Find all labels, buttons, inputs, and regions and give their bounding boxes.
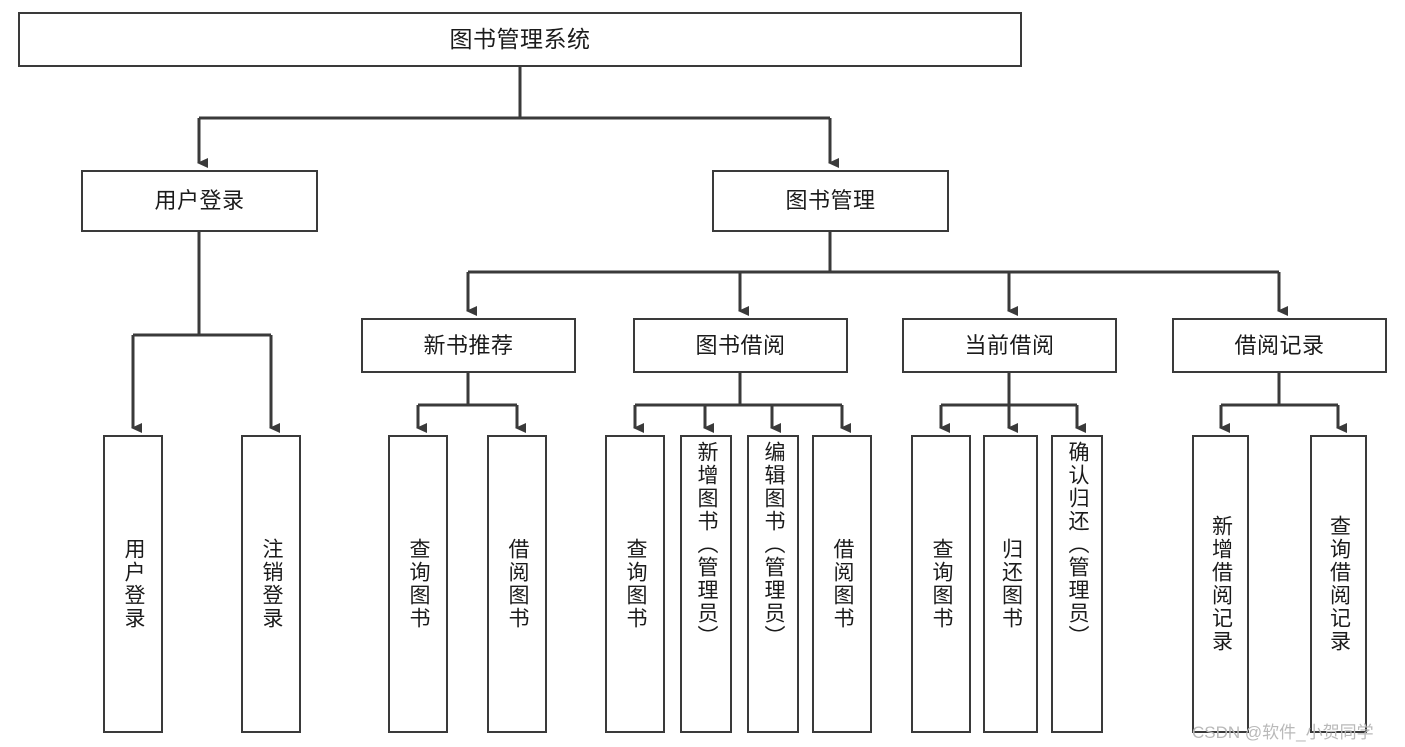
leaf-book-borrow-edit[interactable]: 编辑图书（管理员）: [747, 435, 799, 733]
leaf-label: 确认归还（管理员）: [1066, 441, 1090, 648]
node-book-borrow[interactable]: 图书借阅: [633, 318, 848, 373]
node-root-label: 图书管理系统: [449, 26, 591, 53]
leaf-book-borrow-lend[interactable]: 借阅图书: [812, 435, 872, 733]
node-user-login-label: 用户登录: [154, 188, 245, 214]
node-book-borrow-label: 图书借阅: [695, 332, 786, 358]
leaf-user-login-login[interactable]: 用户登录: [103, 435, 163, 733]
leaf-current-borrow-confirm[interactable]: 确认归还（管理员）: [1051, 435, 1103, 733]
node-book-manage[interactable]: 图书管理: [712, 170, 949, 232]
leaf-book-borrow-add[interactable]: 新增图书（管理员）: [680, 435, 732, 733]
node-user-login[interactable]: 用户登录: [81, 170, 318, 232]
leaf-label: 借阅图书: [831, 538, 855, 630]
leaf-label: 查询图书: [407, 538, 431, 630]
leaf-book-borrow-query[interactable]: 查询图书: [605, 435, 665, 733]
node-book-manage-label: 图书管理: [785, 188, 876, 214]
leaf-label: 编辑图书（管理员）: [762, 441, 786, 648]
leaf-borrow-record-add[interactable]: 新增借阅记录: [1192, 435, 1249, 733]
leaf-current-borrow-return[interactable]: 归还图书: [983, 435, 1038, 733]
leaf-label: 查询图书: [624, 538, 648, 630]
leaf-label: 新增借阅记录: [1209, 515, 1233, 653]
leaf-borrow-record-query[interactable]: 查询借阅记录: [1310, 435, 1367, 733]
csdn-watermark: CSDN @软件_小贺同学: [1192, 723, 1374, 742]
node-current-borrow[interactable]: 当前借阅: [902, 318, 1117, 373]
leaf-user-login-logout[interactable]: 注销登录: [241, 435, 301, 733]
leaf-label: 查询图书: [930, 538, 954, 630]
leaf-current-borrow-query[interactable]: 查询图书: [911, 435, 971, 733]
leaf-new-book-query[interactable]: 查询图书: [388, 435, 448, 733]
node-new-book-recommend[interactable]: 新书推荐: [361, 318, 576, 373]
leaf-label: 归还图书: [999, 538, 1023, 630]
leaf-label: 查询借阅记录: [1327, 515, 1351, 653]
node-root[interactable]: 图书管理系统: [18, 12, 1022, 67]
leaf-label: 新增图书（管理员）: [695, 441, 719, 648]
leaf-new-book-borrow[interactable]: 借阅图书: [487, 435, 547, 733]
leaf-label: 借阅图书: [506, 538, 530, 630]
node-new-book-recommend-label: 新书推荐: [423, 332, 514, 358]
node-borrow-record-label: 借阅记录: [1234, 332, 1325, 358]
node-current-borrow-label: 当前借阅: [964, 332, 1055, 358]
leaf-label: 注销登录: [260, 538, 284, 630]
node-borrow-record[interactable]: 借阅记录: [1172, 318, 1387, 373]
leaf-label: 用户登录: [122, 538, 146, 630]
